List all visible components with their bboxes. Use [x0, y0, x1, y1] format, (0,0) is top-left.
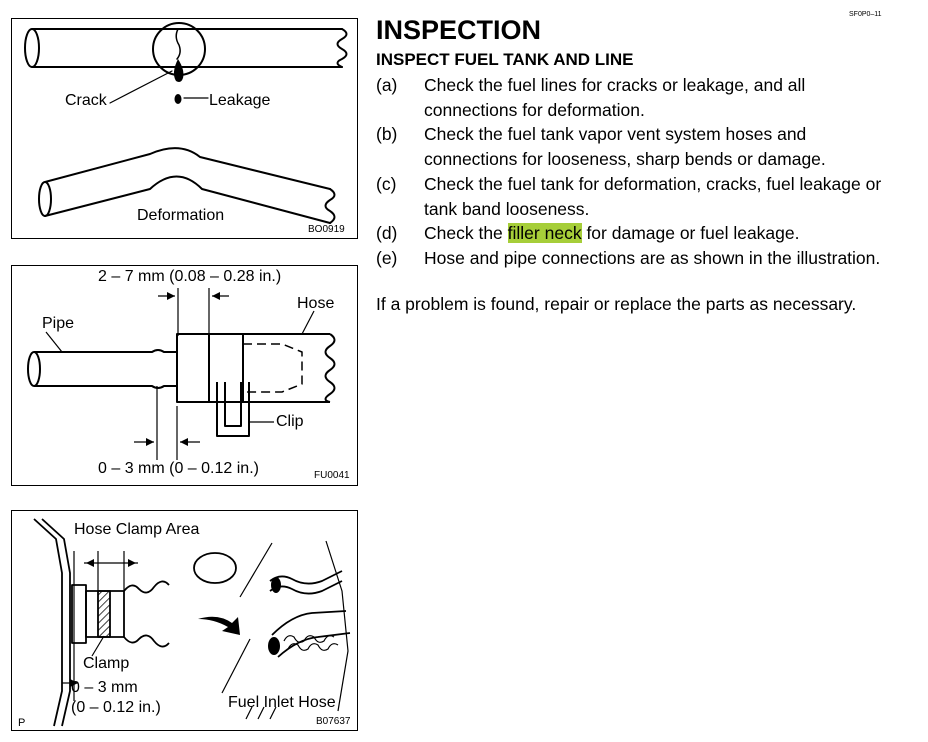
figure-code: FU0041: [314, 470, 350, 481]
dimension-top-label: 2 – 7 mm (0.08 – 0.28 in.): [98, 268, 282, 285]
dimension-bottom-label: 0 – 3 mm (0 – 0.12 in.): [98, 460, 259, 477]
section-title: INSPECTION: [376, 15, 542, 45]
figure-hose-clip-dimensions: 2 – 7 mm (0.08 – 0.28 in.) Hose Pipe Cli…: [11, 265, 358, 486]
document-code: SF0P0–11: [849, 11, 882, 18]
deformation-label: Deformation: [137, 207, 225, 224]
step-text: Check the filler neck for damage or fuel…: [424, 221, 899, 246]
section-subtitle: INSPECT FUEL TANK AND LINE: [376, 50, 634, 69]
fuel-inlet-hose-label: Fuel Inlet Hose: [228, 694, 336, 711]
step-letter: (b): [376, 124, 398, 144]
figure-corner-mark: P: [18, 717, 26, 729]
step-letter: (c): [376, 174, 397, 194]
clip-label: Clip: [276, 413, 304, 430]
hose-clip-illustration: [27, 288, 336, 460]
step-text-after: for damage or fuel leakage.: [581, 223, 800, 243]
step-letter: (d): [376, 223, 398, 243]
dimension-line1-label: 0 – 3 mm: [71, 679, 138, 696]
figure-code: B07637: [316, 716, 351, 727]
step-text: Check the fuel tank vapor vent system ho…: [424, 124, 826, 169]
crack-label: Crack: [65, 92, 107, 109]
figure-crack-deformation: Crack Leakage Deformation BO0919: [11, 18, 358, 239]
highlighted-term: filler neck: [507, 223, 582, 243]
figure-code: BO0919: [308, 224, 345, 235]
clamp-label: Clamp: [83, 655, 130, 672]
step-text: Hose and pipe connections are as shown i…: [424, 248, 881, 268]
pipe-label: Pipe: [42, 315, 75, 332]
figure-fuel-inlet-hose: Hose Clamp Area Clamp 0 – 3 mm (0 – 0.12…: [11, 510, 358, 731]
leakage-label: Leakage: [209, 92, 271, 109]
step-letter: (e): [376, 248, 398, 268]
hose-label: Hose: [297, 295, 335, 312]
step-text-before: Check the: [424, 223, 508, 243]
closing-note: If a problem is found, repair or replace…: [376, 294, 857, 314]
hose-clamp-area-label: Hose Clamp Area: [74, 521, 200, 538]
step-letter: (a): [376, 75, 398, 95]
step-text: Check the fuel lines for cracks or leaka…: [424, 75, 806, 120]
pipe-damage-illustration: [24, 22, 348, 224]
fuel-inlet-illustration: [33, 518, 351, 727]
dimension-line2-label: (0 – 0.12 in.): [71, 699, 161, 716]
step-text: Check the fuel tank for deformation, cra…: [424, 174, 882, 219]
